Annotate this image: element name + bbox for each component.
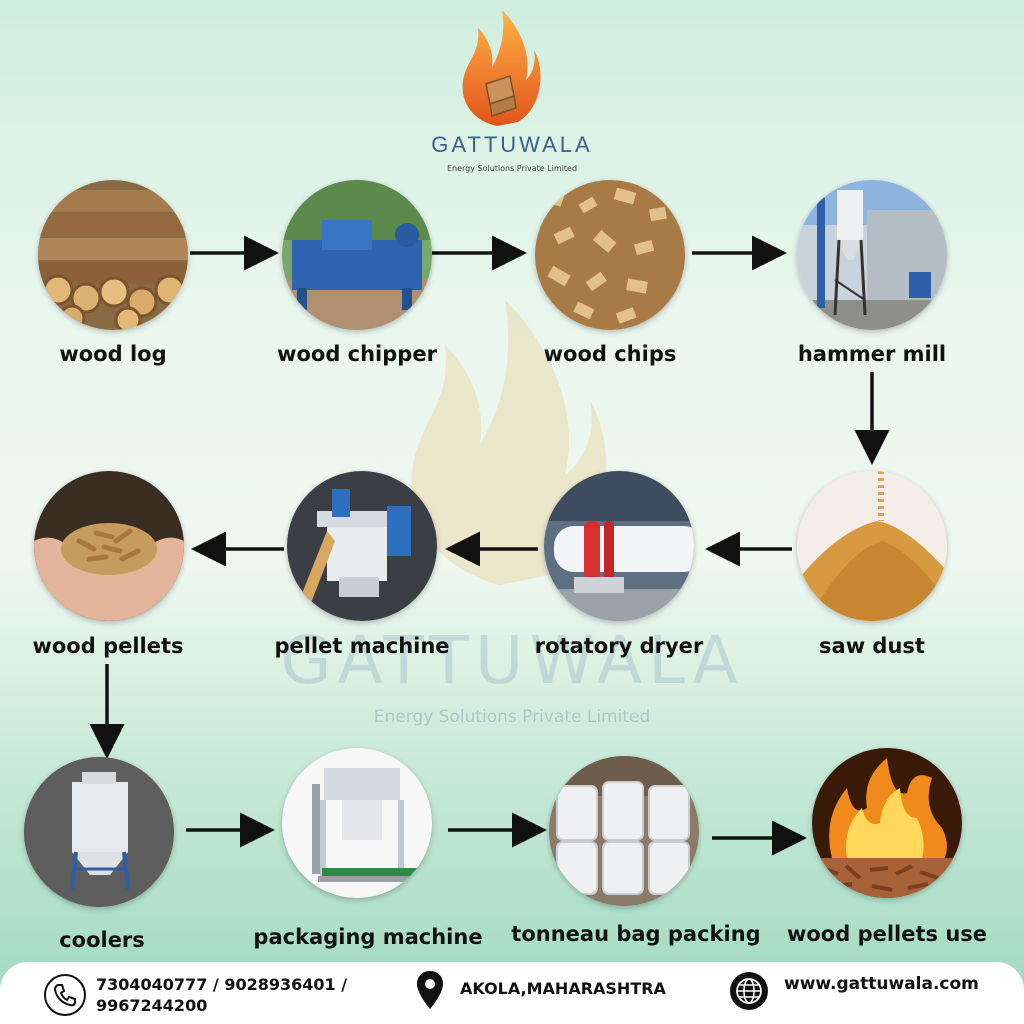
phone-icon	[44, 974, 86, 1016]
node-packaging-machine	[282, 748, 432, 898]
watermark-brand-tagline: Energy Solutions Private Limited	[373, 707, 651, 727]
label-tonneau-bag-packing: tonneau bag packing	[511, 922, 761, 946]
label-pellet-machine: pellet machine	[274, 634, 450, 658]
node-rotatory-dryer	[544, 471, 694, 621]
node-wood-pellets	[34, 471, 184, 621]
tonneau-bag-photo	[549, 756, 699, 906]
node-wood-log	[38, 180, 188, 330]
label-wood-pellets: wood pellets	[32, 634, 184, 658]
brand-tagline: Energy Solutions Private Limited	[446, 164, 578, 173]
node-pellet-machine	[287, 471, 437, 621]
wood-log-photo	[38, 180, 188, 330]
location-pin-icon	[417, 971, 443, 1009]
node-wood-chipper	[282, 180, 432, 330]
node-saw-dust	[797, 471, 947, 621]
pellet-machine-photo	[287, 471, 437, 621]
phone-line-2: 9967244200	[96, 996, 208, 1015]
wood-pellets-photo	[34, 471, 184, 621]
phone-numbers[interactable]: 7304040777 / 9028936401 / 9967244200	[96, 974, 347, 1016]
rotatory-dryer-photo	[544, 471, 694, 621]
node-wood-chips	[535, 180, 685, 330]
node-tonneau-bag	[549, 756, 699, 906]
location-text: AKOLA,MAHARASHTRA	[460, 979, 666, 998]
wood-chipper-photo	[282, 180, 432, 330]
watermark-brand-name: GATTUWALA	[280, 622, 744, 699]
label-wood-pellets-use: wood pellets use	[786, 922, 988, 946]
burning-pellets-photo	[812, 748, 962, 898]
coolers-photo	[24, 757, 174, 907]
globe-icon	[730, 972, 768, 1010]
brand-name: GATTUWALA	[431, 132, 593, 157]
label-wood-log: wood log	[59, 342, 167, 366]
hammer-mill-photo	[797, 180, 947, 330]
footer-bar: 7304040777 / 9028936401 / 9967244200 AKO…	[0, 962, 1024, 1024]
label-coolers: coolers	[59, 928, 145, 952]
label-saw-dust: saw dust	[819, 634, 925, 658]
wood-chips-photo	[535, 180, 685, 330]
website-link[interactable]: www.gattuwala.com	[784, 974, 979, 994]
label-wood-chips: wood chips	[543, 342, 677, 366]
packaging-machine-photo	[282, 748, 432, 898]
logo-flame-icon	[462, 10, 541, 126]
label-rotatory-dryer: rotatory dryer	[534, 634, 704, 658]
saw-dust-photo	[797, 471, 947, 621]
node-wood-pellets-use	[812, 748, 962, 898]
node-hammer-mill	[797, 180, 947, 330]
node-coolers	[24, 757, 174, 907]
phone-line-1: 7304040777 / 9028936401 /	[96, 975, 348, 994]
label-wood-chipper: wood chipper	[277, 342, 437, 366]
label-packaging-machine: packaging machine	[253, 925, 483, 949]
label-hammer-mill: hammer mill	[797, 342, 947, 366]
